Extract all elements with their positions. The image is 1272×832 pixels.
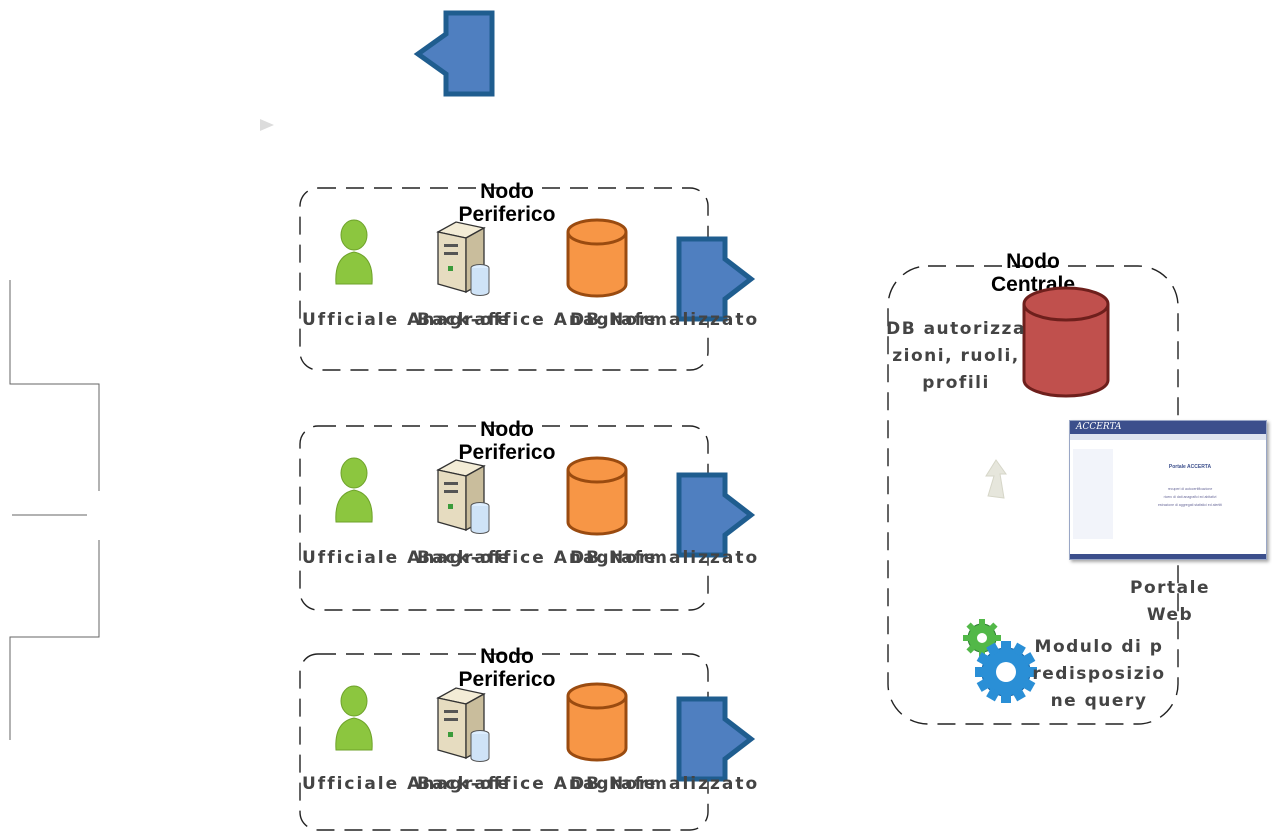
db-label: DB autorizzazioni, ruoli, profili	[886, 319, 1026, 393]
item-label: Ufficiale Anagrafe	[302, 548, 511, 568]
item-label: Back-office Anagrafe	[417, 774, 658, 794]
node-title: Nodo Periferico	[458, 180, 556, 226]
person-icon	[335, 219, 373, 285]
person-icon	[335, 457, 373, 523]
database-icon	[566, 456, 628, 536]
node-boundary	[299, 425, 709, 611]
portal-line: ricerc di dati anagrafici ed abitativi	[1163, 495, 1217, 499]
database-icon	[566, 682, 628, 762]
server-icon	[436, 459, 490, 534]
portal-nav	[1070, 434, 1266, 440]
item-label: Ufficiale Anagrafe	[302, 310, 511, 330]
item-label: Back-office Anagrafe	[417, 548, 658, 568]
left-bracket-lines	[9, 280, 100, 740]
up-arrow-icon	[985, 459, 1007, 499]
database-icon	[566, 218, 628, 298]
right-arrow-icon	[676, 696, 756, 782]
person-icon	[335, 685, 373, 751]
node-boundary	[299, 187, 709, 371]
portal-brand: ACCERTA	[1070, 421, 1266, 434]
left-arrow-icon	[413, 10, 495, 97]
item-label: DB Normalizzato	[570, 310, 760, 330]
node-title: Nodo Periferico	[458, 645, 556, 691]
node-boundary	[299, 653, 709, 831]
right-arrow-icon	[676, 472, 756, 558]
portal-line: estrazione di aggregati statistici ed al…	[1157, 503, 1222, 507]
portal-screenshot: ACCERTA Portale ACCERTA recuperi di auto…	[1069, 420, 1267, 560]
portal-title: Portale ACCERTA	[1168, 464, 1212, 470]
right-arrow-icon	[676, 236, 756, 322]
small-triangle-icon	[260, 119, 274, 131]
gear-icon	[963, 619, 1037, 703]
module-label: Modulo di predisposizione query	[1032, 637, 1166, 711]
database-icon	[1022, 286, 1110, 398]
item-label: DB Normalizzato	[570, 548, 760, 568]
item-label: DB Normalizzato	[570, 774, 760, 794]
portal-footer	[1070, 554, 1266, 559]
server-icon	[436, 221, 490, 296]
portal-sidebar	[1073, 449, 1113, 539]
portal-label: Portale Web	[1130, 578, 1210, 625]
item-label: Back-office Anagrafe	[417, 310, 658, 330]
node-title: Nodo Periferico	[458, 418, 556, 464]
item-label: Ufficiale Anagrafe	[302, 774, 511, 794]
portal-line: recuperi di autocertificazione	[1167, 487, 1213, 491]
server-icon	[436, 687, 490, 762]
